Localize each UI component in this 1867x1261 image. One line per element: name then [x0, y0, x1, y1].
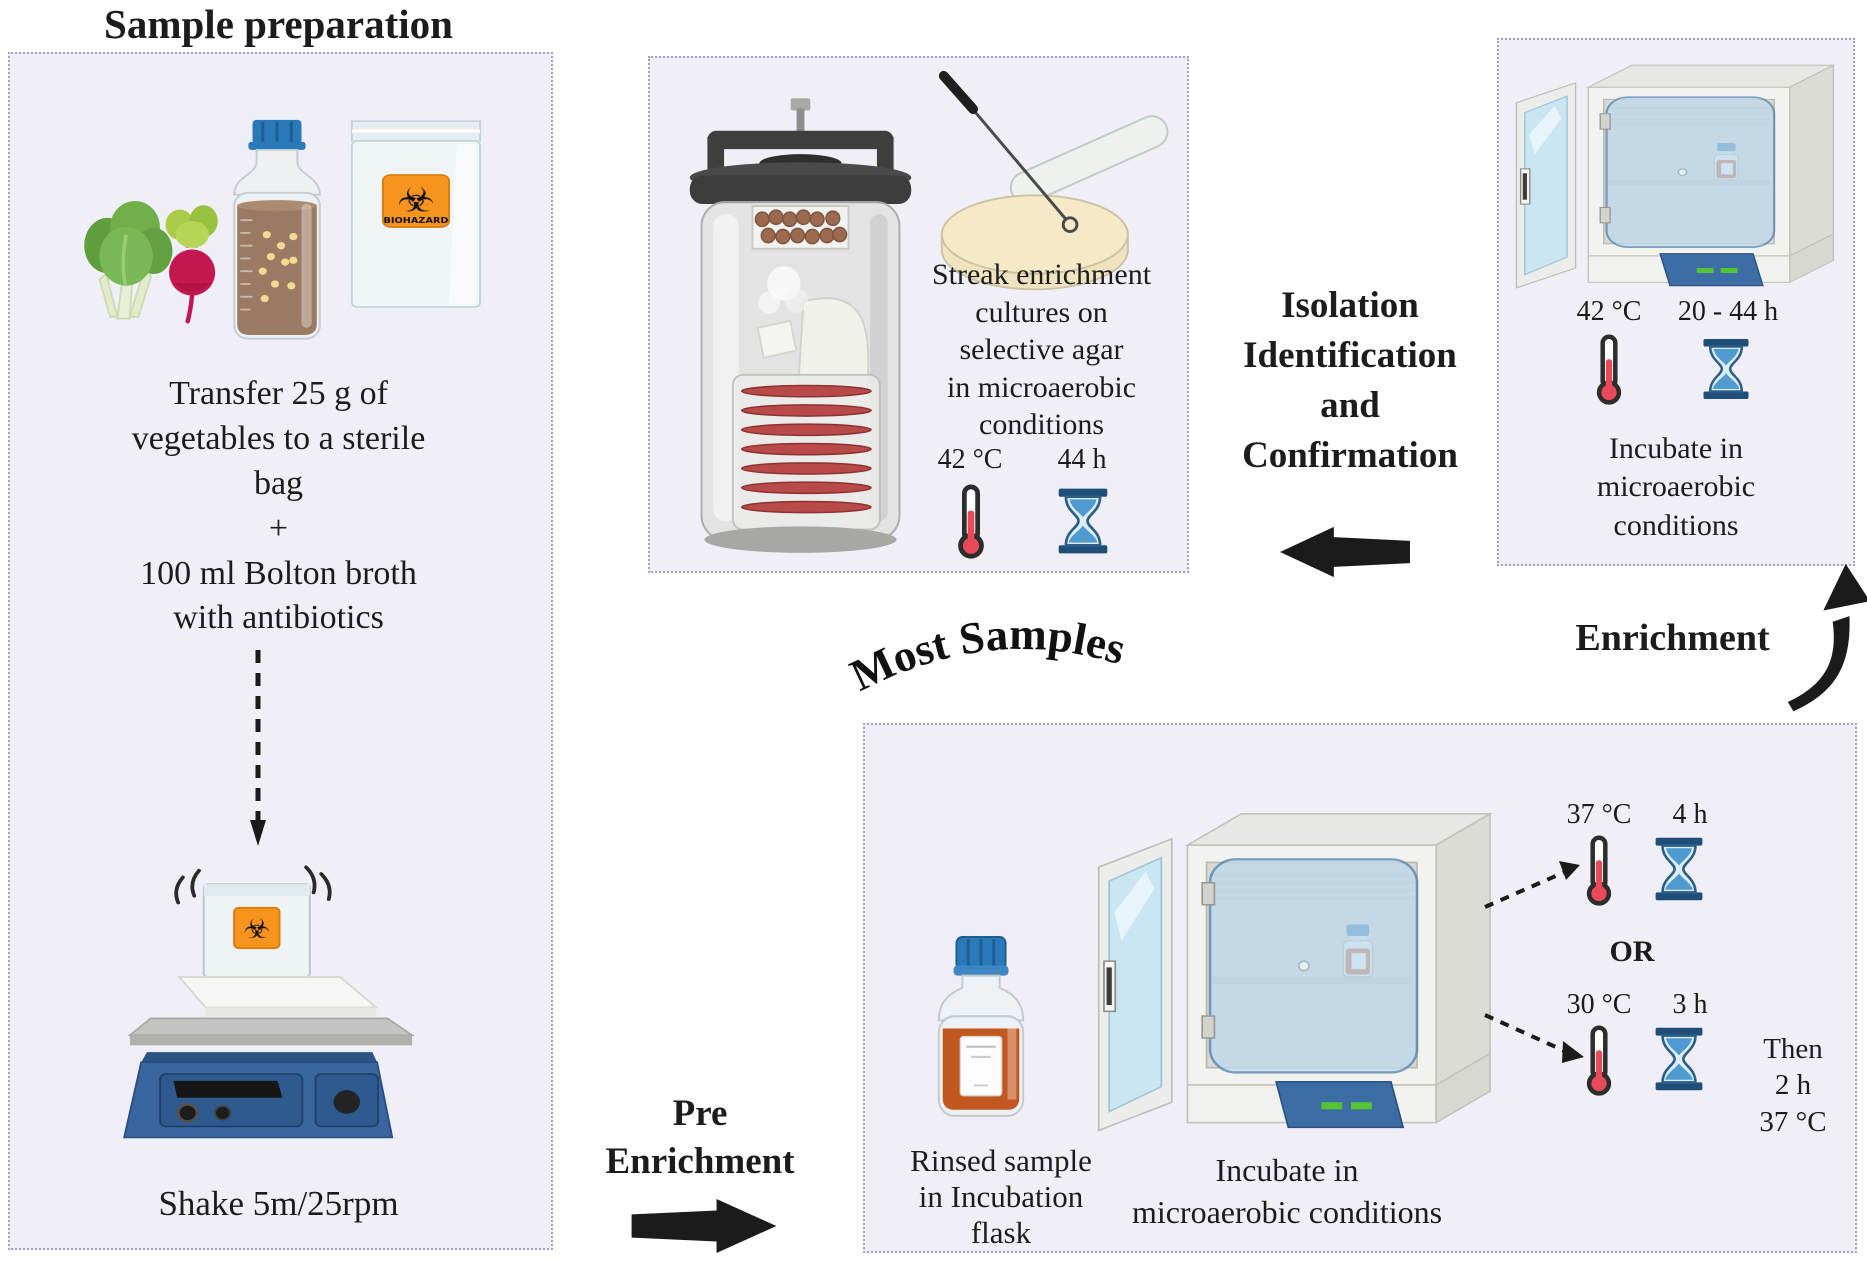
beet-icon — [165, 205, 218, 324]
option-b-then-caption: Then 2 h 37 °C — [1759, 1033, 1827, 1138]
incubator-icon — [1515, 64, 1836, 289]
flask-caption: Rinsed sample in Incubation flask — [910, 1143, 1092, 1250]
streak-panel: Streak enrichment cultures on selective … — [648, 56, 1189, 573]
thermometer-icon — [1586, 1025, 1612, 1096]
streak-caption: Streak enrichment cultures on selective … — [931, 258, 1152, 441]
streak-temperature: 42 °C — [937, 444, 1003, 475]
biohazard-text: BIOHAZARD — [384, 217, 449, 226]
option-a-duration: 4 h — [1672, 799, 1708, 830]
shaker-icon: ☣ — [123, 865, 414, 1139]
broth-bottle-icon — [233, 119, 321, 340]
anaerobic-jar-icon — [689, 98, 912, 553]
most-samples-arc: Most Samples — [843, 609, 1131, 701]
hourglass-icon — [1058, 488, 1108, 554]
sample-preparation-panel: ☣ BIOHAZARD Transfer 25 g of vegetables … — [8, 52, 553, 1250]
enrichment-heading: Enrichment — [1575, 617, 1770, 659]
down-dashed-arrow — [250, 650, 266, 846]
dashed-arrow-option-a — [1484, 861, 1580, 909]
option-b-temperature: 30 °C — [1566, 989, 1632, 1020]
biohazard-symbol-small: ☣ — [243, 913, 270, 945]
hourglass-icon — [1703, 339, 1749, 399]
isolation-heading: Isolation Identification and Confirmatio… — [1242, 285, 1458, 476]
curved-up-arrow — [1787, 563, 1867, 712]
dashed-arrow-option-b — [1484, 1013, 1584, 1063]
sample-flask-icon — [937, 936, 1025, 1117]
biohazard-bag-icon: ☣ BIOHAZARD — [350, 120, 482, 308]
streak-duration: 44 h — [1057, 444, 1107, 475]
enrichment-caption: Incubate in microaerobic conditions — [1596, 432, 1756, 542]
thermometer-icon — [1586, 835, 1612, 906]
pre-enrichment-heading: Pre Enrichment — [605, 1093, 795, 1183]
lettuce-icon — [84, 200, 173, 320]
enrichment-incubation-panel: 42 °C 20 - 44 h Incubate in microaerobic… — [1497, 38, 1855, 566]
incubate-caption: Incubate in microaerobic conditions — [1131, 1152, 1443, 1230]
incubator-icon — [1097, 812, 1493, 1132]
hourglass-icon — [1655, 1027, 1703, 1091]
thermometer-icon — [1596, 334, 1622, 405]
pre-enrichment-panel: Rinsed sample in Incubation flask — [863, 723, 1857, 1253]
option-a-temperature: 37 °C — [1566, 799, 1632, 830]
sample-preparation-heading: Sample preparation — [104, 1, 453, 47]
hourglass-icon — [1655, 837, 1703, 901]
right-arrow — [631, 1198, 777, 1254]
option-b-duration: 3 h — [1672, 989, 1708, 1020]
shake-label: Shake 5m/25rpm — [158, 1184, 399, 1223]
biohazard-symbol: ☣ — [397, 181, 435, 220]
svg-text:Most Samples: Most Samples — [843, 609, 1131, 701]
transfer-instructions: Transfer 25 g of vegetables to a sterile… — [131, 375, 426, 637]
petri-dish-loop-icon — [938, 70, 1169, 291]
thermometer-icon — [958, 484, 984, 559]
or-label: OR — [1609, 935, 1655, 968]
enrichment-temperature: 42 °C — [1576, 296, 1642, 327]
enrichment-duration: 20 - 44 h — [1677, 296, 1779, 327]
most-samples-label: Most Samples — [843, 609, 1131, 701]
left-arrow — [1280, 526, 1410, 578]
